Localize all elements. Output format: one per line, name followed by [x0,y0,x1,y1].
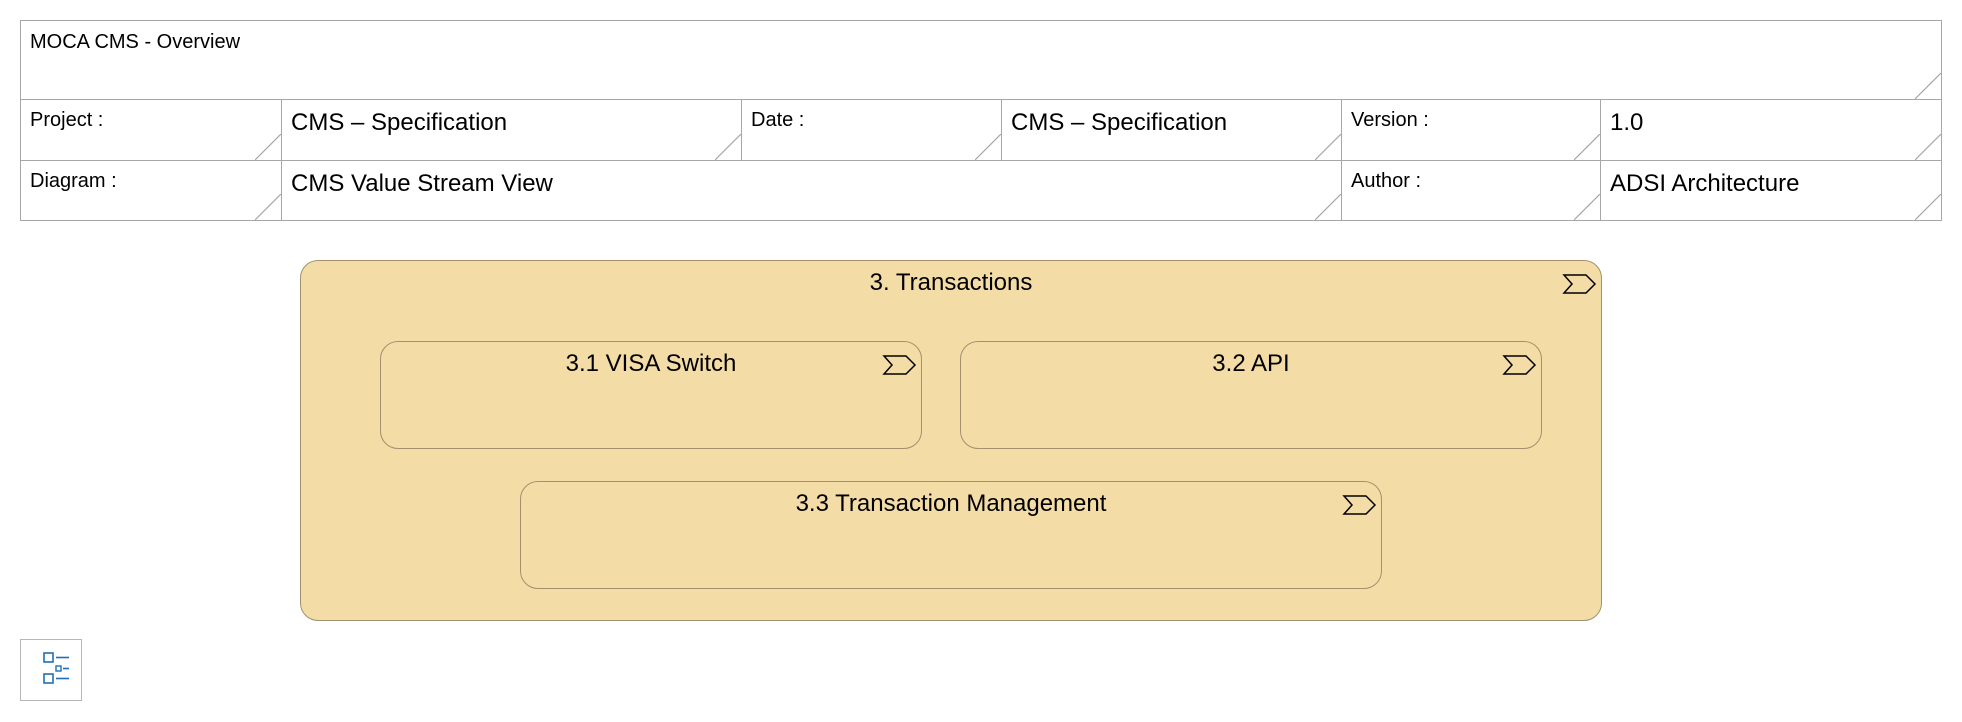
corner-fold-icon [1315,134,1341,160]
diagram-value-cell: CMS Value Stream View [281,160,1342,221]
diagram-title: MOCA CMS - Overview [30,31,241,53]
project-value-cell: CMS – Specification [281,99,742,161]
corner-fold-icon [255,194,281,220]
diagram-title-cell: MOCA CMS - Overview [20,20,1942,100]
project-label: Project : [30,109,104,131]
author-label: Author : [1351,170,1422,192]
value-stage-chevron-icon [1342,495,1377,515]
diagram-value: CMS Value Stream View [291,170,553,197]
version-value-cell: 1.0 [1600,99,1942,161]
author-label-cell: Author : [1341,160,1601,221]
value-stream-label: 3. Transactions [869,269,1033,296]
value-stage-visa-switch[interactable]: 3.1 VISA Switch [380,341,922,449]
value-stage-chevron-icon [1502,355,1537,375]
value-stage-label: 3.3 Transaction Management [795,490,1107,517]
value-stage-api[interactable]: 3.2 API [960,341,1542,449]
date-value-cell: CMS – Specification [1001,99,1342,161]
version-value: 1.0 [1610,109,1644,136]
value-stream-chevron-icon [1562,274,1597,294]
legend-button[interactable] [20,639,82,701]
value-stage-transaction-management[interactable]: 3.3 Transaction Management [520,481,1382,589]
diagram-label-cell: Diagram : [20,160,282,221]
value-stage-label: 3.1 VISA Switch [565,350,737,377]
diagram-legend-icon [43,652,69,684]
date-label-cell: Date : [741,99,1002,161]
author-value-cell: ADSI Architecture [1600,160,1942,221]
corner-fold-icon [975,134,1001,160]
diagram-label: Diagram : [30,170,117,192]
date-value: CMS – Specification [1011,109,1228,136]
corner-fold-icon [1574,194,1600,220]
corner-fold-icon [1915,73,1941,99]
corner-fold-icon [1574,134,1600,160]
version-label-cell: Version : [1341,99,1601,161]
version-label: Version : [1351,109,1429,131]
value-stream-transactions[interactable]: 3. Transactions 3.1 VISA Switch 3.2 API … [300,260,1602,621]
project-label-cell: Project : [20,99,282,161]
corner-fold-icon [1315,194,1341,220]
value-stage-chevron-icon [882,355,917,375]
corner-fold-icon [1915,194,1941,220]
project-value: CMS – Specification [291,109,508,136]
value-stage-label: 3.2 API [1212,350,1290,377]
corner-fold-icon [1915,134,1941,160]
corner-fold-icon [255,134,281,160]
date-label: Date : [751,109,805,131]
corner-fold-icon [715,134,741,160]
author-value: ADSI Architecture [1610,170,1800,197]
